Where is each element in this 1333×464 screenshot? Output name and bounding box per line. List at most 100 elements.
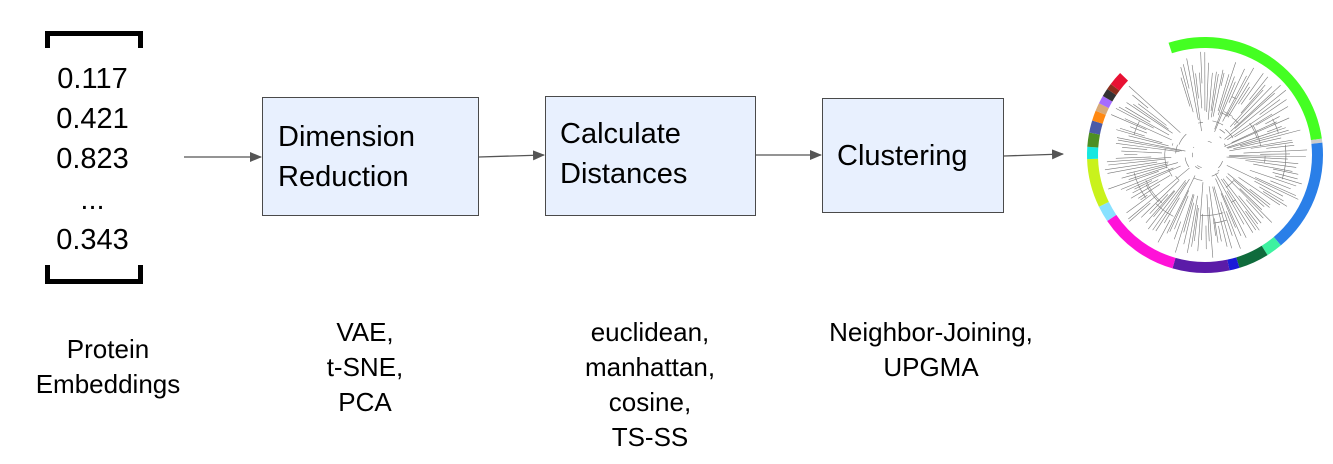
tree-branch bbox=[1166, 175, 1196, 234]
tree-branch bbox=[1107, 161, 1169, 174]
tree-branch bbox=[1191, 64, 1202, 132]
tree-branch bbox=[1126, 102, 1173, 134]
clustering-box: Clustering bbox=[822, 98, 1004, 213]
tree-branch-arc bbox=[1219, 129, 1226, 134]
tree-branch bbox=[1128, 85, 1181, 133]
tree-branch-arc bbox=[1200, 212, 1224, 216]
cluster-color-ring bbox=[1087, 37, 1323, 273]
box-label-line: Dimension bbox=[278, 121, 415, 153]
tree-branch bbox=[1224, 89, 1287, 140]
tree-branch bbox=[1224, 195, 1247, 238]
tree-branch bbox=[1240, 84, 1266, 114]
tree-branch bbox=[1129, 202, 1151, 222]
tree-branch bbox=[1115, 143, 1180, 152]
tree-branch bbox=[1118, 106, 1170, 136]
cluster-segment bbox=[1110, 73, 1129, 91]
tree-branch bbox=[1220, 178, 1257, 231]
tree-branch bbox=[1153, 190, 1176, 217]
tree-branch bbox=[1233, 137, 1282, 149]
tree-branch bbox=[1217, 74, 1230, 112]
tree-branch-arc bbox=[1164, 148, 1168, 169]
tree-branch bbox=[1214, 218, 1219, 243]
method-option: UPGMA bbox=[883, 352, 979, 382]
method-option: cosine, bbox=[608, 387, 692, 417]
tree-branch bbox=[1220, 201, 1233, 236]
tree-branch-arc bbox=[1281, 144, 1287, 180]
tree-branch bbox=[1250, 141, 1293, 149]
tree-branch-arc bbox=[1133, 120, 1140, 136]
tree-branch bbox=[1227, 129, 1289, 149]
arrow-clustering-to-tree bbox=[1003, 149, 1064, 160]
cluster-segment bbox=[1092, 110, 1106, 124]
tree-branch bbox=[1126, 194, 1152, 214]
box-label-line: Distances bbox=[560, 158, 688, 190]
tree-branch bbox=[1125, 106, 1151, 123]
tree-branch bbox=[1210, 74, 1219, 118]
tree-branch bbox=[1111, 114, 1147, 130]
tree-branch bbox=[1169, 190, 1190, 232]
tree-branch bbox=[1227, 99, 1287, 141]
box-label-line: Clustering bbox=[837, 140, 968, 172]
tree-branch bbox=[1232, 179, 1265, 207]
tree-branch-arc bbox=[1224, 143, 1227, 147]
tree-branch bbox=[1134, 180, 1153, 190]
tree-branch-arc bbox=[1217, 169, 1220, 172]
tree-branch bbox=[1191, 205, 1198, 247]
tree-branch bbox=[1208, 207, 1214, 258]
tree-branch bbox=[1212, 69, 1224, 117]
tree-branch bbox=[1187, 195, 1198, 253]
tree-branch bbox=[1210, 71, 1217, 111]
tree-branch bbox=[1138, 103, 1167, 126]
tree-branch bbox=[1265, 116, 1280, 125]
tree-branch bbox=[1206, 194, 1210, 242]
arrow-reduction-to-distances bbox=[478, 150, 545, 161]
tree-branch bbox=[1213, 186, 1233, 249]
tree-branch bbox=[1130, 175, 1171, 199]
method-option: Neighbor-Joining, bbox=[829, 317, 1033, 347]
tree-branch bbox=[1173, 221, 1182, 240]
tree-branch bbox=[1225, 176, 1273, 223]
tree-branch bbox=[1133, 103, 1169, 130]
tree-branch bbox=[1195, 73, 1199, 99]
cluster-segment bbox=[1107, 214, 1176, 269]
vector-value-ellipsis: ... bbox=[80, 184, 105, 216]
embedding-caption: Protein Embeddings bbox=[18, 332, 198, 402]
tree-branch bbox=[1233, 86, 1273, 126]
tree-branch bbox=[1141, 180, 1179, 218]
cluster-segment bbox=[1236, 245, 1268, 268]
tree-branch bbox=[1120, 167, 1174, 190]
tree-branch bbox=[1243, 149, 1308, 154]
tree-branch bbox=[1253, 163, 1293, 172]
tree-branch-arc bbox=[1225, 180, 1234, 188]
tree-branch-arc bbox=[1211, 172, 1219, 177]
tree-branch bbox=[1270, 180, 1291, 190]
tree-branch bbox=[1180, 67, 1194, 113]
method-option: manhattan, bbox=[584, 352, 716, 382]
tree-branch-arc bbox=[1213, 219, 1227, 224]
tree-branch bbox=[1128, 135, 1169, 147]
tree-branch-arc bbox=[1207, 140, 1212, 143]
method-option: t-SNE, bbox=[326, 352, 404, 382]
cluster-segment bbox=[1087, 146, 1099, 160]
tree-branch bbox=[1174, 195, 1189, 230]
tree-branch bbox=[1132, 179, 1159, 194]
tree-branch bbox=[1228, 155, 1288, 160]
tree-branch bbox=[1126, 165, 1181, 191]
tree-branch bbox=[1208, 186, 1216, 236]
tree-branch-arc bbox=[1168, 168, 1173, 177]
tree-branch bbox=[1106, 157, 1172, 163]
tree-branch bbox=[1149, 194, 1169, 214]
cluster-segment bbox=[1089, 120, 1103, 135]
cluster-segment bbox=[1168, 37, 1322, 141]
tree-branch bbox=[1229, 155, 1306, 158]
tree-branch bbox=[1225, 211, 1241, 249]
tree-branch-arc bbox=[1175, 144, 1178, 154]
tree-branch bbox=[1275, 175, 1302, 185]
vector-bracket-top bbox=[45, 31, 143, 48]
method-option: VAE, bbox=[336, 317, 394, 347]
tree-branch bbox=[1108, 158, 1166, 166]
tree-branch bbox=[1245, 210, 1260, 231]
tree-branch bbox=[1186, 58, 1199, 121]
tree-branch bbox=[1215, 178, 1242, 236]
